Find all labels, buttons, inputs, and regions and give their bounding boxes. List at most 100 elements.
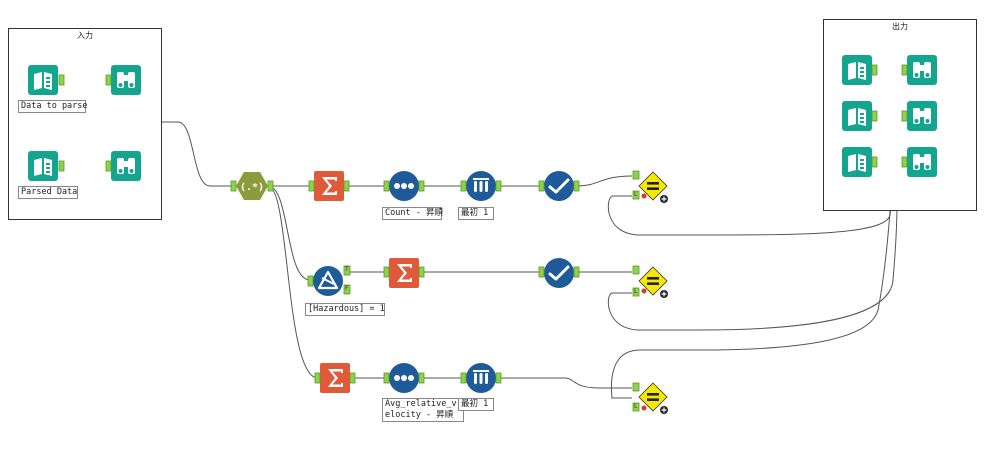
filter-false-anchor [343,284,351,295]
dots-sort-icon [389,171,419,201]
input-data-tool-2[interactable] [28,151,58,181]
input-anchor [105,74,112,86]
select-tool-1[interactable] [542,169,576,203]
connection-line [498,377,632,389]
input-anchor [901,110,908,122]
output-anchor [495,180,502,192]
checkmark-icon [542,256,576,290]
input-data-tool-4[interactable] [842,101,872,131]
input-anchor [230,180,237,192]
filter-tool[interactable] [311,264,345,298]
test-input-anchor [632,382,640,392]
input-anchor [105,160,112,172]
sort-tool-1[interactable] [389,171,419,201]
book-input-icon [842,101,872,131]
test-input-anchor [632,402,640,412]
output-anchor [349,372,356,384]
annotation-count-sort: Count - 昇順 [382,207,443,220]
output-anchor [573,266,580,278]
test-input-anchor [632,287,640,297]
sample-tool-1[interactable] [466,171,496,201]
browse-tool-4[interactable] [907,101,937,131]
binoculars-icon [907,147,937,177]
output-anchor [871,156,878,168]
error-dot-icon [641,193,647,199]
output-anchor [418,266,425,278]
test-tubes-icon [466,363,496,393]
browse-tool-5[interactable] [907,147,937,177]
input-anchor [901,156,908,168]
input-anchor [460,180,467,192]
browse-tool-2[interactable] [111,151,141,181]
input-anchor [538,180,545,192]
output-anchor [343,180,350,192]
error-dot-icon [641,405,647,411]
checkmark-icon [542,169,576,203]
summarize-tool-3[interactable] [320,363,350,393]
connection-line [267,185,319,379]
test-input-anchor [632,170,640,180]
input-anchor [308,180,315,192]
output-container-title: 出力 [892,22,908,31]
binoculars-icon [111,151,141,181]
annotation-filter-expression: [Hazardous] = 1 [305,303,385,316]
select-tool-2[interactable] [542,256,576,290]
test-input-anchor [632,190,640,200]
book-input-icon [842,55,872,85]
output-anchor [58,74,65,86]
input-anchor [314,372,321,384]
sample-tool-3[interactable] [466,363,496,393]
input-anchor [383,180,390,192]
input-data-tool-3[interactable] [842,55,872,85]
filter-true-anchor [343,265,351,276]
input-data-tool-5[interactable] [842,147,872,177]
binoculars-icon [907,101,937,131]
connection-line [267,185,311,281]
input-data-tool-1[interactable] [28,65,58,95]
output-anchor [495,372,502,384]
output-anchor [418,372,425,384]
test-l-label-1: L [634,191,638,198]
annotation-data-to-parse: Data to parse [18,100,88,113]
sigma-icon [389,258,419,288]
regex-icon [236,172,268,200]
input-anchor [538,266,545,278]
connection-line [575,175,633,187]
output-anchor [418,180,425,192]
filter-true-label: T [345,266,349,273]
test-l-label-3: L [634,403,638,410]
input-container-title: 入力 [77,31,93,40]
test-tubes-icon [466,171,496,201]
sigma-icon [320,363,350,393]
sigma-icon [314,171,344,201]
summarize-tool-2[interactable] [389,258,419,288]
triangle-filter-icon [311,264,345,298]
book-input-icon [842,147,872,177]
browse-tool-3[interactable] [907,55,937,85]
annotation-parsed-data: Parsed Data [18,186,78,199]
summarize-tool-1[interactable] [314,171,344,201]
test-l-label-2: L [634,288,638,295]
output-anchor [267,180,274,192]
test-markers [641,193,668,414]
book-input-icon [28,151,58,181]
input-anchor [901,64,908,76]
input-anchor [383,266,390,278]
sort-tool-3[interactable] [389,363,419,393]
error-dot-icon [641,288,647,294]
output-anchor [871,110,878,122]
input-anchor [307,275,314,287]
annotation-first-1-row3: 最初 1 [458,398,494,411]
filter-false-label: F [345,285,349,292]
browse-tool-1[interactable] [111,65,141,95]
test-input-anchor [632,265,640,275]
regex-tool[interactable] [236,172,268,200]
binoculars-icon [907,55,937,85]
output-anchor [871,64,878,76]
anchor-tabs [58,64,908,412]
input-anchor [383,372,390,384]
dots-sort-icon [389,363,419,393]
book-input-icon [28,65,58,95]
binoculars-icon [111,65,141,95]
